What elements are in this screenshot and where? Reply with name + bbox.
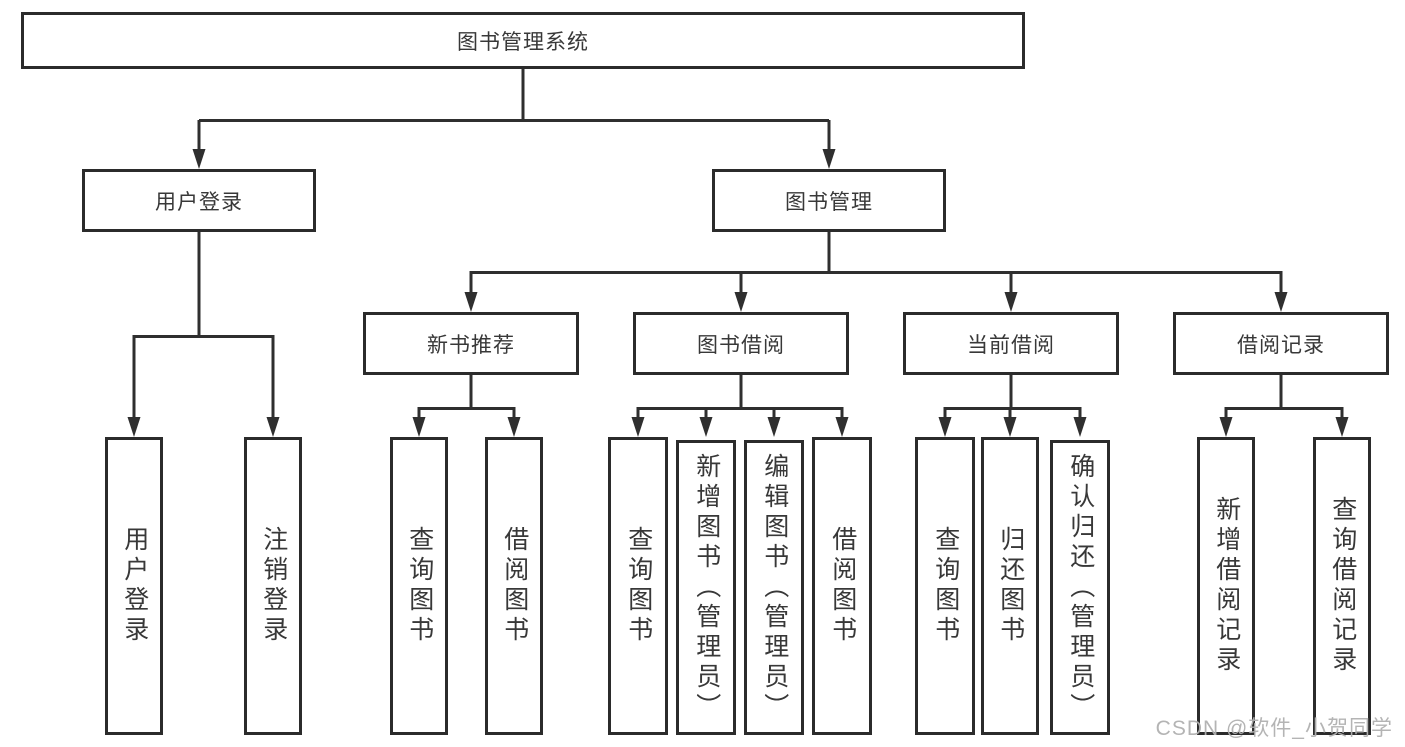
node-user-login: 用户登录 — [82, 169, 316, 232]
node-label: 图书管理 — [785, 190, 873, 214]
node-book-management: 图书管理 — [712, 169, 946, 232]
node-label: 用户登录 — [120, 526, 149, 646]
node-label: 借阅记录 — [1237, 333, 1325, 357]
node-label: 归还图书 — [996, 526, 1025, 646]
node-label: 图书管理系统 — [457, 30, 589, 54]
node-new-book-recommendation: 新书推荐 — [363, 312, 579, 375]
leaf-query-books-borrowing: 查询图书 — [608, 437, 668, 735]
node-label: 新增图书（管理员） — [692, 452, 721, 723]
node-label: 查询图书 — [931, 526, 960, 646]
leaf-query-borrow-record: 查询借阅记录 — [1313, 437, 1371, 735]
leaf-query-books-recommend: 查询图书 — [390, 437, 448, 735]
node-label: 新增借阅记录 — [1212, 496, 1241, 676]
leaf-add-borrow-record: 新增借阅记录 — [1197, 437, 1255, 735]
node-label: 确认归还（管理员） — [1066, 452, 1095, 723]
node-library-management-system: 图书管理系统 — [21, 12, 1025, 69]
node-label: 图书借阅 — [697, 333, 785, 357]
leaf-logout: 注销登录 — [244, 437, 302, 735]
node-label: 注销登录 — [259, 526, 288, 646]
node-label: 查询图书 — [405, 526, 434, 646]
arrowheads — [127, 149, 1349, 437]
leaf-edit-book-admin: 编辑图书（管理员） — [744, 440, 804, 735]
leaf-borrow-books-borrowing: 借阅图书 — [812, 437, 872, 735]
leaf-add-book-admin: 新增图书（管理员） — [676, 440, 736, 735]
leaf-borrow-books-recommend: 借阅图书 — [485, 437, 543, 735]
node-label: 查询借阅记录 — [1328, 496, 1357, 676]
leaf-query-books-current: 查询图书 — [915, 437, 975, 735]
leaf-return-book: 归还图书 — [981, 437, 1039, 735]
node-label: 查询图书 — [624, 526, 653, 646]
node-label: 新书推荐 — [427, 333, 515, 357]
node-book-borrowing: 图书借阅 — [633, 312, 849, 375]
node-label: 编辑图书（管理员） — [760, 452, 789, 723]
leaf-confirm-return-admin: 确认归还（管理员） — [1050, 440, 1110, 735]
node-label: 用户登录 — [155, 190, 243, 214]
node-current-borrowing: 当前借阅 — [903, 312, 1119, 375]
node-label: 当前借阅 — [967, 333, 1055, 357]
node-label: 借阅图书 — [500, 526, 529, 646]
leaf-user-login: 用户登录 — [105, 437, 163, 735]
node-label: 借阅图书 — [828, 526, 857, 646]
node-borrowing-records: 借阅记录 — [1173, 312, 1389, 375]
